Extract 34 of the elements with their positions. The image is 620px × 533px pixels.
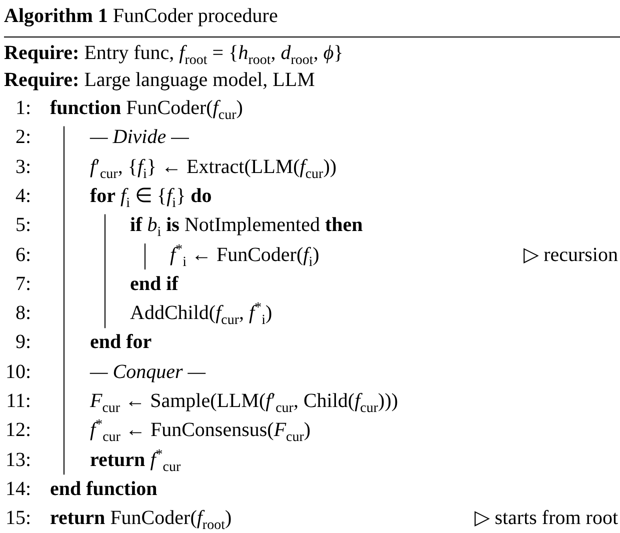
line-number: 10:: [5, 360, 31, 384]
line-number: 11:: [6, 389, 31, 413]
code-line: if b$_{i}$ is NotImplemented then: [130, 213, 363, 238]
line-number: 12:: [5, 418, 31, 442]
line-number: 15:: [5, 506, 31, 530]
code-comment: ▷ starts from root: [474, 506, 618, 530]
code-line: end for: [90, 330, 152, 354]
code-line: F$_{cur}$ ← Sample(LLM(f′$_{cur}$, Child(f$_{cur}$))): [90, 389, 398, 413]
algorithm-title: Algorithm 1 FunCoder procedure: [4, 4, 278, 28]
line-number: 14:: [5, 476, 31, 501]
line-number: 6:: [15, 242, 31, 266]
code-line: AddChild(f$_{cur}$, f$^{*}$$_{i}$): [130, 301, 272, 326]
line-number: 5:: [15, 213, 31, 238]
code-line: for f$_{i}$ ∈ {f$_{i}$} do: [90, 184, 212, 208]
code-line: — Conquer —: [90, 360, 206, 384]
code-line: f$^{*}$$_{i}$ ← FunCoder(f$_{i}$): [170, 242, 320, 266]
code-line: return FunCoder(f$_{root}$): [50, 506, 232, 530]
code-line: — Divide —: [90, 125, 189, 150]
code-line: end if: [130, 272, 178, 296]
requirement-line: Require: Large language model, LLM: [4, 68, 315, 92]
line-number: 7:: [15, 272, 31, 296]
line-number: 1:: [15, 96, 31, 120]
requirement-line: Require: Entry func, f$_{root}$ = {h$_{root}$, d$_{root}$, ϕ}: [4, 41, 344, 65]
code-line: function FunCoder(f$_{cur}$): [50, 96, 243, 120]
code-line: f$^{*}$$_{cur}$ ← FunConsensus(F$_{cur}$): [90, 418, 311, 442]
line-number: 4:: [15, 184, 31, 208]
line-number: 13:: [5, 448, 31, 472]
line-number: 2:: [15, 125, 31, 150]
line-number: 3:: [15, 154, 31, 179]
line-number: 8:: [15, 301, 31, 326]
code-line: end function: [50, 476, 158, 501]
code-line: f′$_{cur}$, {f$_{i}$} ← Extract(LLM(f$_{cur}$)): [90, 154, 337, 179]
code-comment: ▷ recursion: [524, 242, 618, 266]
line-number: 9:: [15, 330, 31, 354]
